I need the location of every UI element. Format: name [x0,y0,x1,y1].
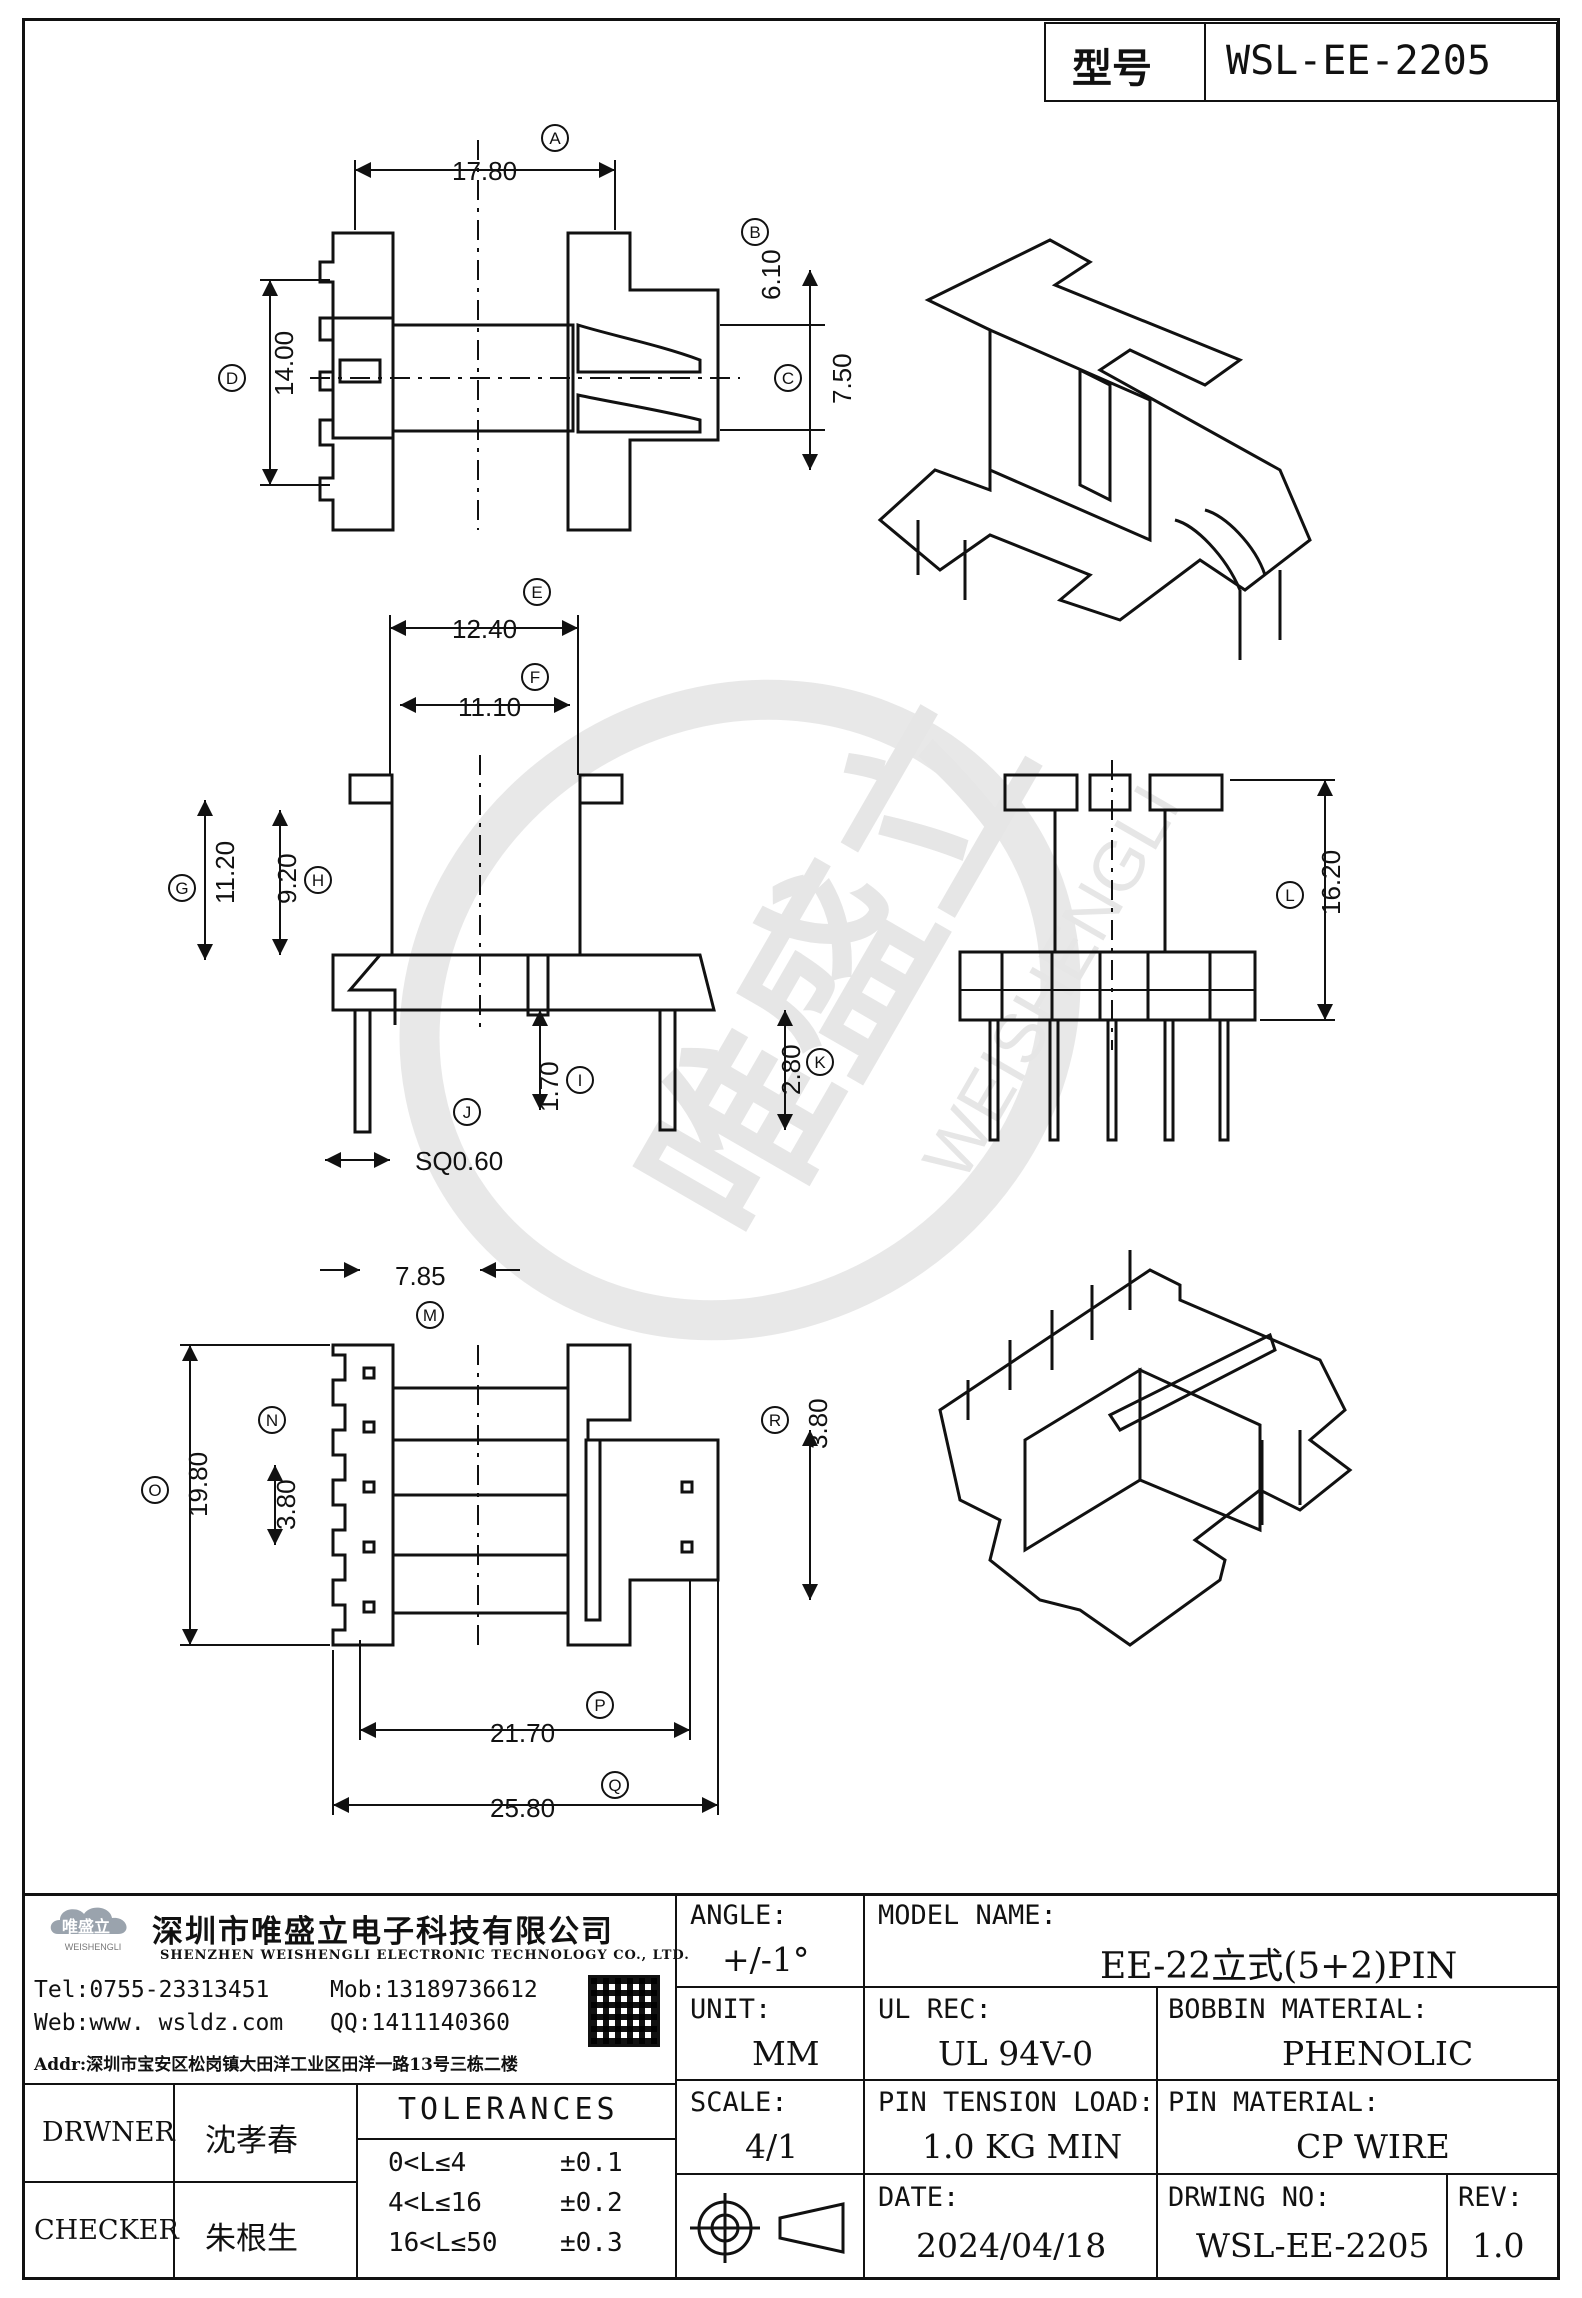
top-view [310,140,740,532]
dim-J-value: SQ0.60 [415,1146,503,1176]
dim-F-value: 11.10 [458,692,521,722]
tolerance-row-1-range: 0<L≤4 [388,2148,467,2178]
rev-label: REV: [1458,2182,1524,2213]
dim-M-value: 7.85 [395,1261,446,1291]
cloud-logo-icon: 唯盛立 [50,1907,127,1936]
dim-O-value: 19.80 [183,1452,213,1517]
scale-value: 4/1 [745,2127,799,2166]
projection-symbol-icon [690,2193,845,2263]
header-model-value: WSL-EE-2205 [1226,38,1491,84]
dim-E-value: 12.40 [452,614,517,644]
tolerances-divider [356,2138,677,2140]
letter-C: C [782,369,794,388]
dim-Q-value: 25.80 [490,1793,555,1823]
dim-R-value: 3.80 [803,1398,833,1449]
dim-H-value: 9.20 [272,853,302,904]
tolerance-row-2-tol: ±0.2 [560,2188,623,2218]
bottom-view [331,1343,720,1647]
iso-view-bottom [938,1250,1353,1647]
dimension-letter-circles [141,124,1304,1799]
tolerance-row-3-range: 16<L≤50 [388,2228,498,2258]
iso-view-top [877,238,1312,660]
pin-material-value: CP WIRE [1296,2127,1450,2166]
dim-C-value: 7.50 [827,353,857,404]
letter-A: A [549,129,561,148]
checker-name: 朱根生 [205,2221,298,2257]
dim-A-value: 17.80 [452,156,517,186]
letter-J: J [463,1103,472,1122]
letter-N: N [266,1411,278,1430]
dim-K-value: 2.80 [776,1044,806,1095]
letter-F: F [530,668,540,687]
tolerance-row-3-tol: ±0.3 [560,2228,623,2258]
pin-tension-label: PIN TENSION LOAD: [878,2087,1155,2118]
dimension-letters: A B C D E F G H I J K L M N O P Q R [148,129,1294,1795]
letter-Q: Q [608,1776,621,1795]
header-model-value-cell [1204,22,1558,102]
letter-P: P [594,1696,605,1715]
company-name-en: SHENZHEN WEISHENGLI ELECTRONIC TECHNOLOG… [160,1948,690,1963]
dim-N-value: 3.80 [271,1479,301,1530]
bobbin-material-label: BOBBIN MATERIAL: [1168,1994,1429,2025]
drawer-name: 沈孝春 [205,2123,298,2159]
dim-P-value: 21.70 [490,1718,555,1748]
letter-L: L [1285,886,1294,905]
ul-label: UL REC: [878,1994,992,2025]
dimension-values: 17.80 6.10 7.50 14.00 12.40 11.10 11.20 … [183,156,1346,1823]
date-label: DATE: [878,2182,960,2213]
tolerances-title: TOLERANCES [398,2092,619,2127]
company-address: Addr:深圳市宝安区松岗镇大田洋工业区田洋一路13号三栋二楼 [34,2055,518,2075]
company-qq: QQ:1411140360 [330,2010,511,2036]
bobbin-material-value: PHENOLIC [1282,2034,1474,2073]
model-name-value: EE-22立式(5+2)PIN [1100,1946,1458,1987]
model-name-label: MODEL NAME: [878,1900,1057,1931]
company-mob: Mob:13189736612 [330,1977,538,2003]
qr-code-icon [588,1975,660,2047]
letter-B: B [749,223,760,242]
drawing-no-value: WSL-EE-2205 [1196,2226,1430,2265]
pin-material-label: PIN MATERIAL: [1168,2087,1380,2118]
company-tel: Tel:0755-23313451 [34,1977,270,2003]
letter-H: H [312,871,324,890]
unit-label: UNIT: [690,1994,772,2025]
unit-value: MM [752,2034,820,2073]
dim-B-value: 6.10 [756,249,786,300]
letter-K: K [814,1053,826,1072]
technical-drawing: 唯盛立 WEISHENGLI [141,124,1353,1823]
front-view [331,755,716,1134]
drawer-label: DRWNER [42,2117,175,2148]
logo-cn-text: 唯盛立 [62,1917,110,1936]
logo-en-text: WEISHENGLI [64,1942,122,1952]
pin-tension-value: 1.0 KG MIN [922,2127,1123,2166]
letter-E: E [531,583,542,602]
date-value: 2024/04/18 [916,2226,1107,2265]
scale-label: SCALE: [690,2087,788,2118]
header-model-label: 型号 [1072,45,1152,92]
letter-G: G [175,879,188,898]
company-web: Web:www. wsldz.com [34,2010,284,2036]
dim-L-value: 16.20 [1316,850,1346,915]
tolerance-row-1-tol: ±0.1 [560,2148,623,2178]
angle-label: ANGLE: [690,1900,788,1931]
dim-D-value: 14.00 [269,331,299,396]
letter-R: R [769,1411,781,1430]
letter-I: I [578,1071,583,1090]
dim-G-value: 11.20 [210,841,240,904]
letter-O: O [148,1481,161,1500]
rev-value: 1.0 [1472,2226,1525,2265]
ul-value: UL 94V-0 [938,2034,1094,2073]
dimension-lines [180,160,1335,1815]
side-view [958,760,1257,1142]
drawing-no-label: DRWING NO: [1168,2182,1331,2213]
dim-I-value: 1.70 [534,1061,564,1112]
letter-M: M [423,1306,437,1325]
rev-cell [1446,2173,1560,2280]
company-logo: 唯盛立 WEISHENGLI [48,1900,138,1952]
angle-value: +/-1° [722,1940,810,1979]
tolerance-row-2-range: 4<L≤16 [388,2188,482,2218]
checker-label: CHECKER [34,2215,179,2246]
company-name-cn: 深圳市唯盛立电子科技有限公司 [152,1914,614,1950]
letter-D: D [226,369,238,388]
